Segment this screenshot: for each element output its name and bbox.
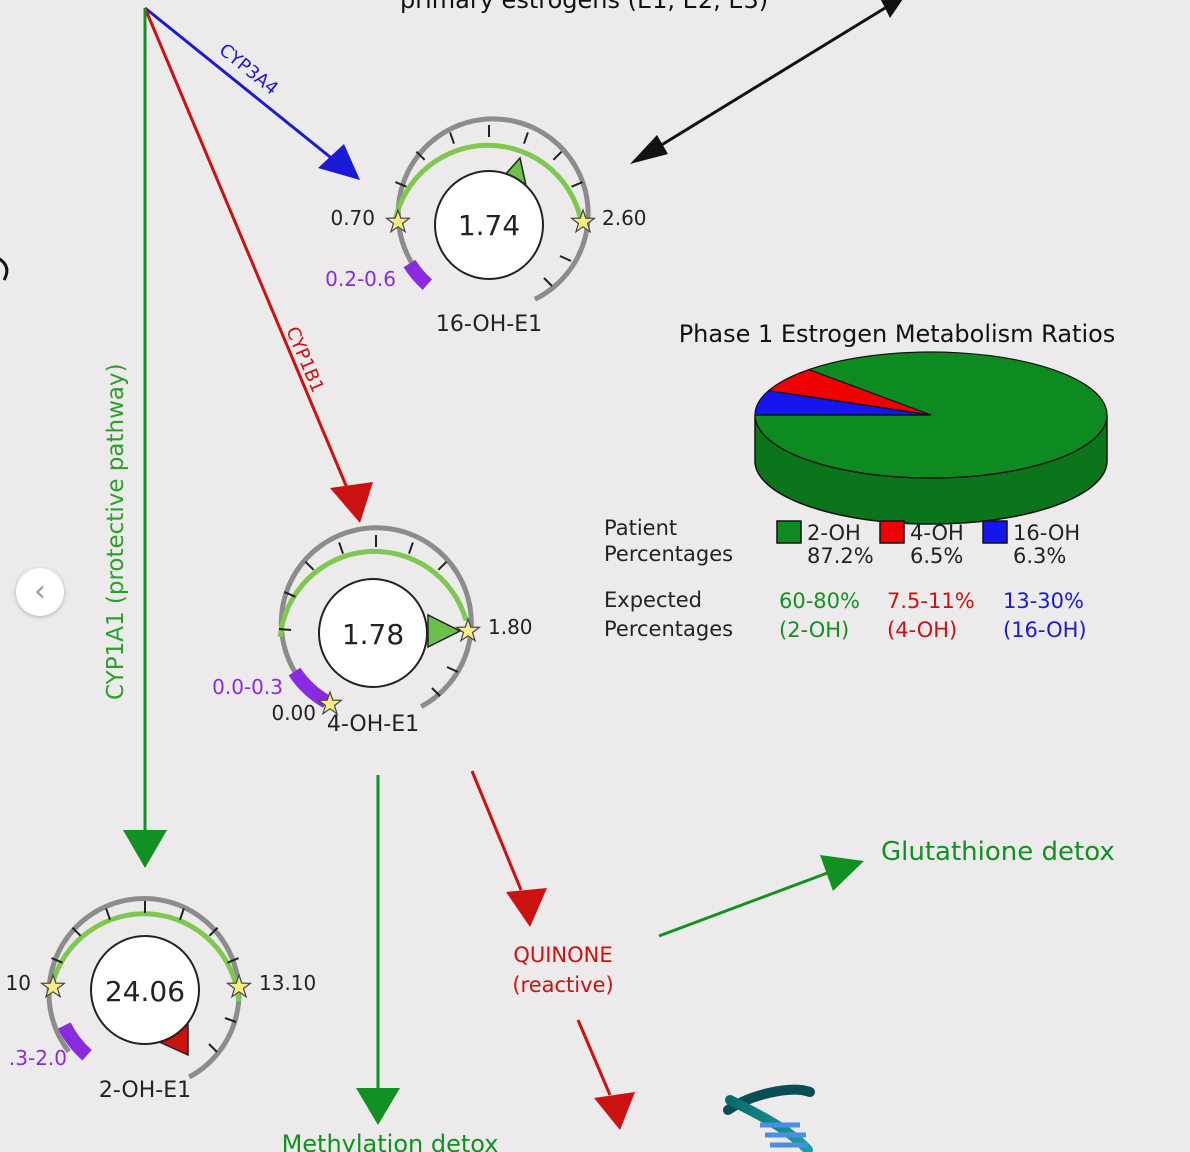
gauge-4-oh-value: 1.78	[342, 618, 404, 651]
header-text: primary estrogens (E1, E2, E3)	[400, 0, 768, 14]
gauge-2-oh-high: 13.10	[259, 971, 316, 995]
expected-range-16-oh: 13-30%	[1003, 589, 1084, 613]
patient-value-4-oh: 6.5%	[910, 544, 963, 568]
gauge-16-oh-low: 0.70	[330, 206, 375, 230]
gauge-16-oh-ref: 0.2-0.6	[325, 267, 396, 291]
legend-swatch-4-oh	[879, 520, 905, 544]
cyp1b1-arrow	[143, 7, 373, 523]
pie-slice-16-oh	[754, 390, 932, 416]
patient-value-2-oh: 87.2%	[807, 544, 874, 568]
gauge-2-oh-value: 24.06	[105, 975, 185, 1008]
gauge-4-oh-high: 1.80	[488, 615, 533, 639]
gauge-4-oh-e1	[277, 525, 482, 716]
expected-range-2-oh: 60-80%	[779, 589, 860, 613]
carousel-prev-button[interactable]: ‹	[16, 568, 64, 616]
methylation-detox-label: Methylation detox	[282, 1130, 499, 1152]
gauge-2-oh-ref: .3-2.0	[9, 1046, 67, 1070]
expected-label-line2: Percentages	[604, 617, 733, 641]
gauge-4-oh-ref: 0.0-0.3	[212, 675, 283, 699]
gauge-16-oh-name: 16-OH-E1	[436, 312, 542, 337]
chart-title: Phase 1 Estrogen Metabolism Ratios	[679, 320, 1116, 348]
quinone-arrow	[470, 770, 547, 927]
gauge-4-oh-low: 0.00	[271, 701, 316, 725]
expected-label-line1: Expected	[604, 588, 702, 612]
pie-chart	[754, 351, 1108, 525]
quinone-reactive-label: (reactive)	[512, 973, 613, 997]
gauge-16-oh-high: 2.60	[602, 206, 647, 230]
quinone-label: QUINONE	[513, 943, 612, 967]
gauge-16-oh-value: 1.74	[458, 209, 520, 242]
legend-swatch-2-oh	[776, 520, 802, 544]
expected-name-2-oh: (2-OH)	[779, 618, 849, 642]
patient-label-line1: Patient	[604, 516, 677, 540]
expected-name-4-oh: (4-OH)	[887, 618, 957, 642]
gauge-2-oh-e1	[39, 896, 253, 1080]
legend-name-2-oh: 2-OH	[807, 521, 861, 545]
dna-icon	[723, 1084, 815, 1152]
legend-swatch-16-oh	[982, 520, 1008, 544]
patient-value-16-oh: 6.3%	[1013, 544, 1066, 568]
glutathione-arrow	[658, 855, 864, 938]
gauge-2-oh-name: 2-OH-E1	[99, 1078, 191, 1103]
expected-range-4-oh: 7.5-11%	[887, 589, 975, 613]
expected-name-16-oh: (16-OH)	[1003, 618, 1087, 642]
cyp1a1-label: CYP1A1 (protective pathway)	[103, 363, 129, 700]
patient-label-line2: Percentages	[604, 542, 733, 566]
cropped-glyph	[0, 257, 9, 281]
cyp3a4-arrow	[144, 6, 360, 180]
cyp1b1-label: CYP1B1	[281, 324, 327, 396]
gauge-16-oh-e1	[384, 116, 597, 302]
legend-name-16-oh: 16-OH	[1013, 521, 1080, 545]
legend-name-4-oh: 4-OH	[910, 521, 964, 545]
glutathione-detox-label: Glutathione detox	[881, 837, 1115, 867]
methylation-arrow	[356, 775, 400, 1125]
dna-damage-arrow	[576, 1019, 635, 1130]
gauge-4-oh-name: 4-OH-E1	[327, 712, 419, 737]
chevron-left-icon: ‹	[34, 574, 46, 609]
link-arrow-primary-to-16oh	[630, 0, 903, 164]
gauge-2-oh-low: 10	[6, 971, 31, 995]
cyp1a1-arrow	[123, 8, 167, 868]
